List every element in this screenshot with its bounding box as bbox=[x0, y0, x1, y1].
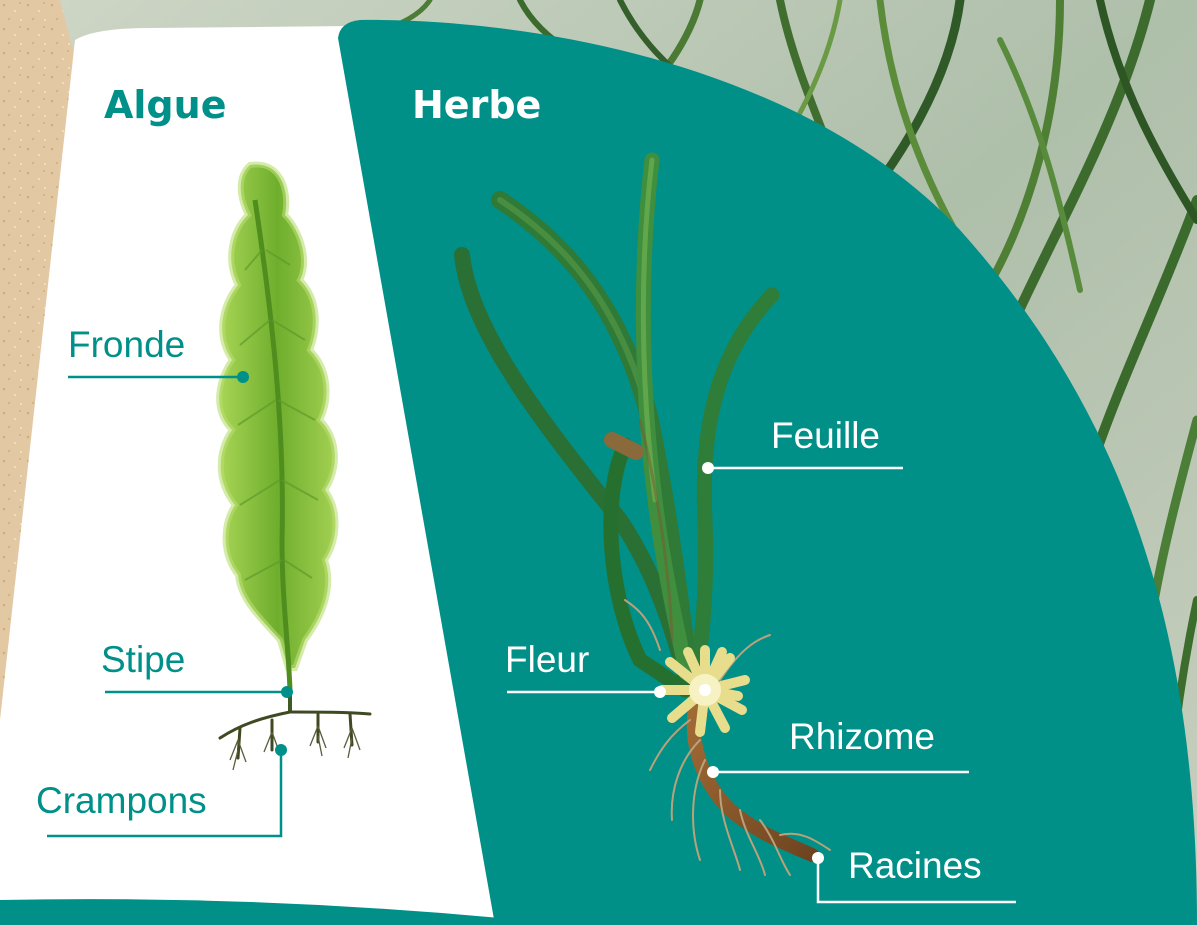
fronde-label: Fronde bbox=[68, 326, 185, 363]
feuille-label: Feuille bbox=[771, 417, 880, 454]
rhizome-marker bbox=[707, 766, 719, 778]
racines-label: Racines bbox=[848, 847, 982, 884]
fleur-marker bbox=[654, 686, 666, 698]
grass-heading: Herbe bbox=[412, 86, 541, 124]
rhizome-label: Rhizome bbox=[789, 718, 935, 755]
stipe-label: Stipe bbox=[101, 641, 185, 678]
stipe-marker bbox=[281, 686, 293, 698]
crampons-label: Crampons bbox=[36, 782, 207, 819]
racines-marker bbox=[812, 852, 824, 864]
fronde-marker bbox=[237, 371, 249, 383]
feuille-marker bbox=[702, 462, 714, 474]
crampons-marker bbox=[275, 744, 287, 756]
fleur-label: Fleur bbox=[505, 641, 589, 678]
algae-heading: Algue bbox=[104, 86, 226, 124]
